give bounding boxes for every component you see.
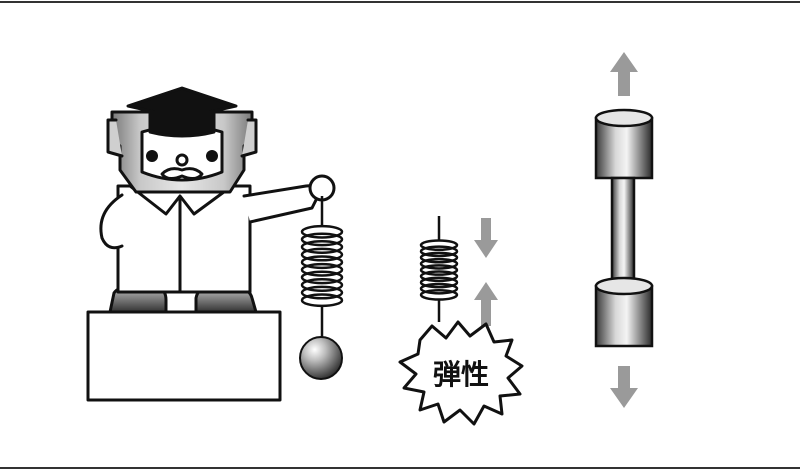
spring-coil [419, 270, 459, 283]
spring-coil [300, 232, 344, 247]
spring-coil [300, 285, 344, 300]
pull-up-arrow-icon [610, 52, 638, 96]
spring-coil [419, 257, 459, 270]
spring-coil [300, 262, 344, 277]
spring-coil [300, 293, 344, 308]
spring-coil [419, 276, 459, 289]
spring-coil [300, 255, 344, 270]
spring-coil [419, 239, 459, 252]
down-arrow-icon [474, 218, 498, 258]
hanging-spring-with-ball-icon [299, 196, 344, 380]
spring-coil [300, 240, 344, 254]
spring-coil [419, 245, 459, 258]
pull-down-arrow-icon [610, 366, 638, 408]
spring-coil [300, 224, 344, 239]
spring-coil [419, 251, 459, 264]
burst-speech-bubble-icon: 弾性 [398, 320, 524, 426]
spring-coil [419, 264, 459, 276]
spring-coil [419, 282, 459, 295]
compressed-spring-icon [419, 216, 459, 322]
spring-coil [300, 270, 344, 285]
metal-test-piece-icon [594, 108, 654, 348]
spring-coil [419, 288, 459, 301]
professor-character-icon [86, 86, 336, 402]
burst-label: 弾性 [433, 358, 489, 391]
up-arrow-icon [474, 282, 498, 326]
pedestal [86, 310, 282, 402]
spring-coil [300, 247, 344, 262]
spring-coil [300, 278, 344, 292]
